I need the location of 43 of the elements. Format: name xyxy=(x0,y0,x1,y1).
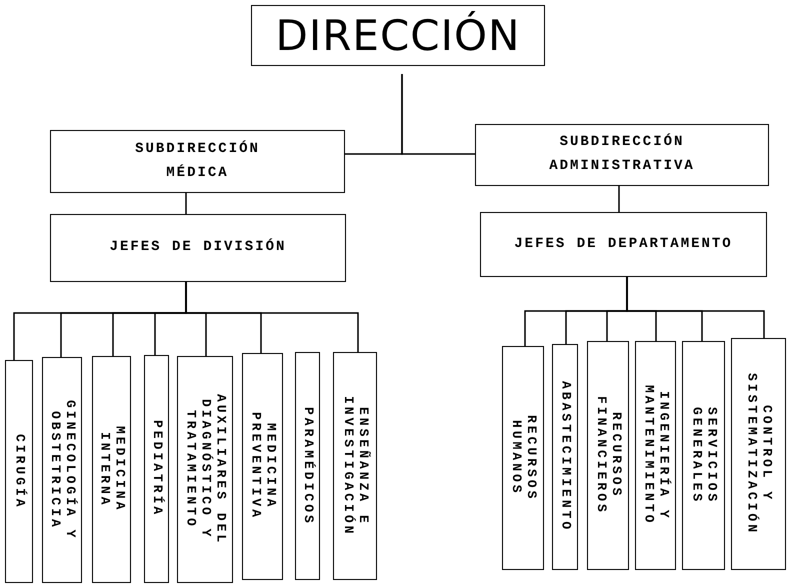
unit-name: AUXILIARES DEL DIAGNÓSTICO Y TRATAMIENTO xyxy=(182,392,228,548)
department-box xyxy=(502,346,544,570)
unit-name: ABASTECIMIENTO xyxy=(558,381,572,533)
org-box xyxy=(50,214,346,282)
unit-name: GINECOLOGÍA Y OBSTETRICIA xyxy=(47,398,77,542)
unit-name: ENSEÑANZA E INVESTIGACIÓN xyxy=(340,394,370,538)
unit-name: SUBDIRECCIÓN MÉDICA xyxy=(134,139,261,182)
unit-name: RECURSOS FINANCIEROS xyxy=(593,395,623,517)
connector-line xyxy=(401,74,475,155)
connector-line xyxy=(185,193,187,214)
department-box xyxy=(242,353,283,580)
department-box xyxy=(42,357,82,583)
org-box xyxy=(480,212,767,277)
department-box xyxy=(5,360,33,583)
unit-name: PEDIATRÍA xyxy=(149,420,164,518)
unit-name: MEDICINA PREVENTIVA xyxy=(248,411,278,522)
department-box xyxy=(635,341,676,570)
unit-name: JEFES DE DEPARTAMENTO xyxy=(514,234,733,254)
connector-line xyxy=(618,186,620,212)
department-box xyxy=(731,338,786,570)
unit-name: MEDICINA INTERNA xyxy=(96,425,126,515)
unit-name: SUBDIRECCIÓN ADMINISTRATIVA xyxy=(548,132,696,176)
department-box xyxy=(92,356,131,583)
unit-name: SERVICIOS GENERALES xyxy=(688,406,718,506)
org-box xyxy=(251,5,545,66)
department-box xyxy=(552,344,578,570)
department-box xyxy=(144,355,169,583)
department-box xyxy=(295,352,320,580)
department-box xyxy=(682,341,725,570)
department-box xyxy=(177,356,233,583)
unit-name: PARAMÉDICOS xyxy=(300,406,315,526)
unit-name: RECURSOS HUMANOS xyxy=(508,414,538,504)
unit-name: INGENIERÍA Y MANTENIMIENTO xyxy=(640,384,670,528)
unit-name: CIRUGÍA xyxy=(12,434,26,510)
unit-name: DIRECCIÓN xyxy=(276,11,520,60)
connector-line xyxy=(626,277,765,338)
connector-line xyxy=(185,282,359,352)
department-box xyxy=(587,341,629,570)
department-box xyxy=(333,352,377,580)
org-box xyxy=(50,130,345,193)
org-box xyxy=(475,124,769,186)
unit-name: JEFES DE DIVISIÓN xyxy=(110,237,286,258)
unit-name: CONTROL Y SISTEMATIZACIÓN xyxy=(744,372,774,538)
